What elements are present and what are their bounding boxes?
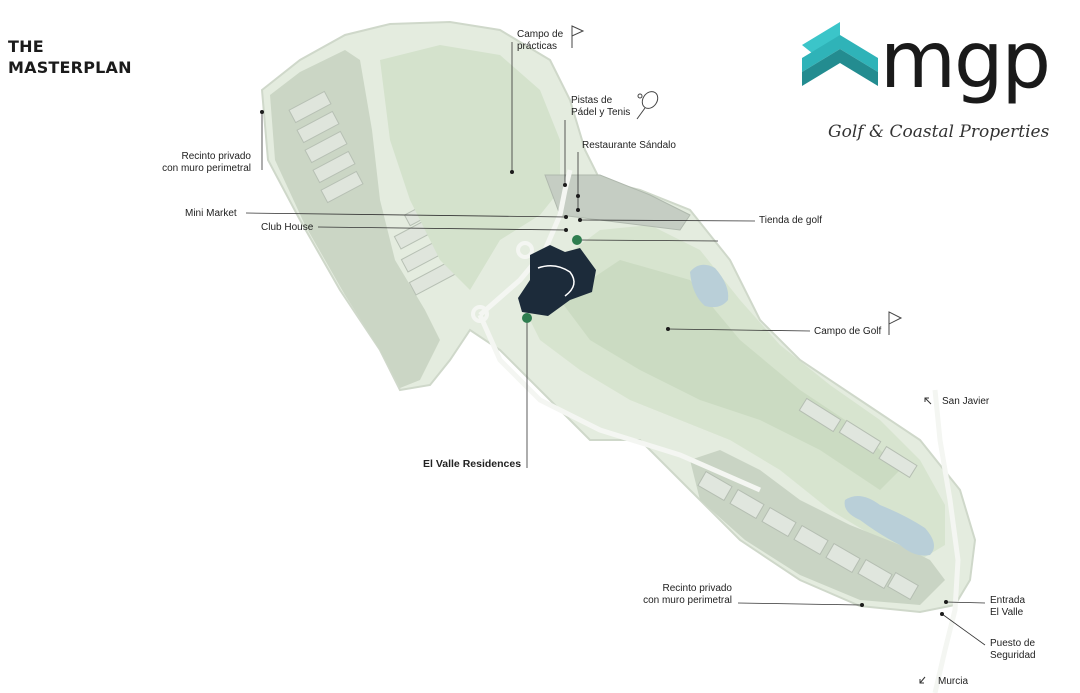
clubhouse-area (544, 174, 691, 231)
lake-south (844, 496, 934, 556)
label-entrada: Entrada El Valle (990, 595, 1026, 618)
label-el-valle-residences: El Valle Residences (423, 458, 522, 470)
arrow-up-left-icon (924, 397, 932, 405)
arrow-down-left-icon (919, 676, 926, 684)
label-club-house: Club House (261, 222, 314, 233)
label-recinto-nw: Recinto privado con muro perimetral (162, 151, 251, 174)
label-mini-market: Mini Market (185, 208, 237, 219)
title-line2: MASTERPLAN (8, 58, 132, 77)
el-valle-residences-block (518, 245, 596, 316)
label-campo-golf: Campo de Golf (814, 326, 882, 337)
leader-lines (245, 42, 986, 646)
label-san-javier: San Javier (942, 396, 990, 407)
fairway-shading (560, 260, 900, 490)
label-murcia: Murcia (938, 676, 969, 687)
mgp-wordmark: mgp (880, 16, 1051, 106)
flag-icon (571, 25, 585, 48)
label-puesto: Puesto de Seguridad (990, 638, 1036, 661)
title-line1: THE (8, 37, 44, 56)
lake-north (690, 264, 729, 308)
page-title: THE MASTERPLAN (8, 36, 132, 78)
north-fairway (380, 45, 560, 290)
residences-marker (522, 313, 532, 323)
mgp-logo-mark (802, 22, 878, 86)
flag-icon (888, 311, 903, 335)
label-restaurante: Restaurante Sándalo (582, 140, 676, 151)
label-tienda-golf: Tienda de golf (759, 215, 823, 226)
label-recinto-se: Recinto privado con muro perimetral (643, 583, 732, 606)
label-campo-practicas: Campo de prácticas (517, 29, 564, 52)
se-plots (697, 397, 919, 601)
tennis-racket-icon (636, 91, 659, 120)
clubhouse-marker (572, 235, 582, 245)
mgp-tagline: Golf & Coastal Properties (828, 122, 1050, 142)
leader-dots (260, 110, 948, 616)
label-pistas: Pistas de Pádel y Tenis (571, 95, 631, 118)
